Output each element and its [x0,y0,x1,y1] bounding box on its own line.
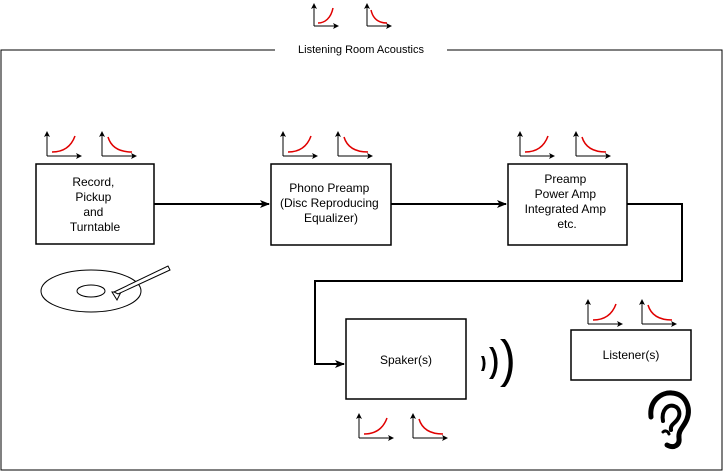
falling-curve-graph-icon [410,413,448,441]
falling-curve-graph-icon [639,299,677,327]
falling-curve-graph-icon [573,131,611,159]
rising-curve-graph-icon [356,413,394,441]
listener-box[interactable] [570,329,692,381]
frame-title: Listening Room Acoustics [298,44,424,56]
phono-response-graphs [280,131,373,159]
listener-response-graphs [585,299,677,327]
rising-curve-graph-icon [585,299,623,327]
listener-box-label: Listener(s) [603,348,660,362]
record-pickup-turntable-box[interactable] [35,163,155,245]
amp-response-graphs [517,131,611,159]
speaker-response-graphs [356,413,448,441]
rising-curve-graph-icon [44,131,82,159]
rising-curve-graph-icon [280,131,318,159]
ear-icon [648,390,691,450]
falling-curve-graph-icon [99,131,137,159]
rising-curve-graph-icon [311,3,339,29]
falling-curve-graph-icon [335,131,373,159]
sound-waves-icon [481,339,513,387]
listening-room-frame [0,49,723,471]
frame-response-graphs [311,3,392,29]
phono-box-label: Phono Preamp (Disc Reproducing Equalizer… [280,181,382,225]
amp-box-label: Preamp Power Amp Integrated Amp etc. [525,172,610,231]
speaker-box-label: Spaker(s) [380,353,432,367]
record-box-label: Record, Pickup and Turntable [70,175,121,234]
turntable-icon [40,265,171,313]
speaker-box[interactable] [345,318,467,400]
arrow-amp-to-speaker [314,203,683,368]
phono-preamp-box[interactable] [270,163,392,246]
rising-curve-graph-icon [517,131,555,159]
record-response-graphs [44,131,137,159]
preamp-power-amp-box[interactable] [507,163,628,246]
falling-curve-graph-icon [364,3,392,29]
